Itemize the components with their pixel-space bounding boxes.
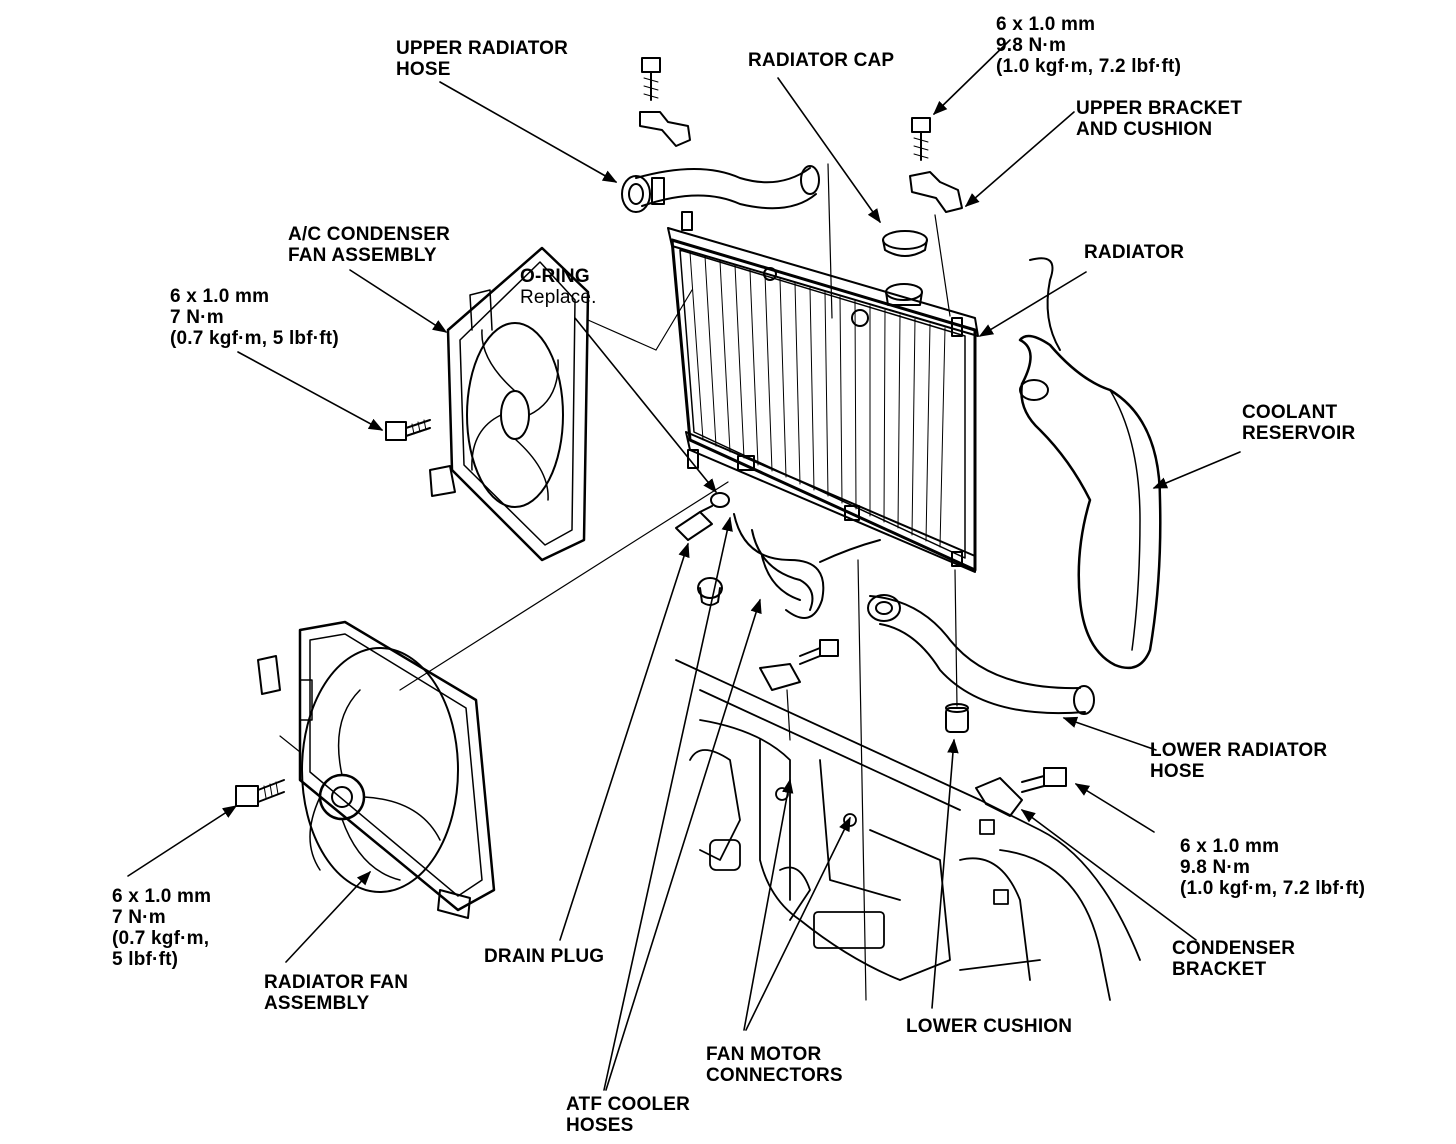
label-lower-cushion: LOWER CUSHION xyxy=(906,1016,1072,1037)
label-line: (0.7 kgf·m, 5 lbf·ft) xyxy=(170,328,339,349)
label-line: COOLANT xyxy=(1242,402,1338,423)
label-line: O-RING xyxy=(520,266,590,287)
label-line: 6 x 1.0 mm xyxy=(996,14,1096,35)
drain-plug xyxy=(675,505,713,541)
label-line: 9.8 N·m xyxy=(1180,857,1251,878)
small-bracket-bolt xyxy=(759,639,839,691)
label-line: FAN MOTOR xyxy=(706,1044,822,1065)
radiator-fan-bolt xyxy=(235,779,285,807)
label-lower-radiator-hose: LOWER RADIATOR HOSE xyxy=(1150,740,1327,782)
label-line: 6 x 1.0 mm xyxy=(170,286,270,307)
condenser-bracket xyxy=(975,767,1067,817)
label-line: (0.7 kgf·m, xyxy=(112,928,210,949)
label-condenser-bracket: CONDENSER BRACKET xyxy=(1172,938,1295,980)
ac-condenser-fan-assembly xyxy=(429,246,590,562)
label-ac-condenser-fan: A/C CONDENSER FAN ASSEMBLY xyxy=(288,224,450,266)
label-line: UPPER BRACKET xyxy=(1076,98,1243,119)
label-line: RADIATOR xyxy=(1084,242,1185,263)
label-line: (1.0 kgf·m, 7.2 lbf·ft) xyxy=(996,56,1182,77)
atf-cooler-hoses xyxy=(697,513,881,619)
label-line: RADIATOR CAP xyxy=(748,50,895,71)
label-line: DRAIN PLUG xyxy=(484,946,605,967)
upper-bracket-right xyxy=(909,117,963,213)
label-drain-plug: DRAIN PLUG xyxy=(484,946,604,967)
label-line: CONNECTORS xyxy=(706,1065,843,1086)
radiator-core xyxy=(667,211,979,573)
label-line: HOSES xyxy=(566,1115,634,1136)
label-line: UPPER RADIATOR xyxy=(396,38,569,59)
label-line: FAN ASSEMBLY xyxy=(288,245,437,266)
label-line: 9.8 N·m xyxy=(996,35,1067,56)
label-bolt-condenser-bracket-spec: 6 x 1.0 mm 9.8 N·m (1.0 kgf·m, 7.2 lbf·f… xyxy=(1180,836,1365,899)
label-line: CONDENSER xyxy=(1172,938,1296,959)
alignment-lines xyxy=(279,163,958,1001)
label-line: 7 N·m xyxy=(170,307,224,328)
label-radiator-fan-assembly: RADIATOR FAN ASSEMBLY xyxy=(264,972,408,1014)
label-atf-cooler-hoses: ATF COOLER HOSES xyxy=(566,1094,690,1136)
ac-fan-bolt xyxy=(385,419,431,441)
upper-bracket-left xyxy=(639,57,691,147)
label-radiator: RADIATOR xyxy=(1084,242,1184,263)
label-line: ASSEMBLY xyxy=(264,993,370,1014)
label-line: 7 N·m xyxy=(112,907,166,928)
label-line: ATF COOLER xyxy=(566,1094,691,1115)
label-line: AND CUSHION xyxy=(1076,119,1213,140)
label-line: BRACKET xyxy=(1172,959,1267,980)
label-o-ring: O-RING Replace. xyxy=(520,266,597,308)
lower-radiator-hose xyxy=(867,594,1095,715)
label-bolt-ac-fan-spec: 6 x 1.0 mm 7 N·m (0.7 kgf·m, 5 lbf·ft) xyxy=(170,286,339,349)
label-fan-motor-connectors: FAN MOTOR CONNECTORS xyxy=(706,1044,843,1086)
vehicle-frame xyxy=(675,659,1141,1001)
label-line: HOSE xyxy=(1150,761,1205,782)
label-line: RESERVOIR xyxy=(1242,423,1356,444)
label-line: 6 x 1.0 mm xyxy=(112,886,212,907)
label-line: Replace. xyxy=(520,287,597,308)
label-bolt-radiator-fan-spec: 6 x 1.0 mm 7 N·m (0.7 kgf·m, 5 lbf·ft) xyxy=(112,886,211,970)
leader-lines xyxy=(127,39,1241,1091)
label-radiator-cap: RADIATOR CAP xyxy=(748,50,894,71)
label-line: 6 x 1.0 mm xyxy=(1180,836,1280,857)
label-line: LOWER CUSHION xyxy=(906,1016,1073,1037)
label-bolt-upper-bracket-spec: 6 x 1.0 mm 9.8 N·m (1.0 kgf·m, 7.2 lbf·f… xyxy=(996,14,1181,77)
radiator-cap xyxy=(882,230,928,306)
label-upper-radiator-hose: UPPER RADIATOR HOSE xyxy=(396,38,568,80)
label-line: A/C CONDENSER xyxy=(288,224,451,245)
coolant-reservoir xyxy=(1018,257,1162,670)
label-coolant-reservoir: COOLANT RESERVOIR xyxy=(1242,402,1355,444)
label-line: RADIATOR FAN xyxy=(264,972,409,993)
radiator-fan-assembly xyxy=(257,620,496,919)
o-ring xyxy=(710,492,730,508)
label-upper-bracket-cushion: UPPER BRACKET AND CUSHION xyxy=(1076,98,1242,140)
label-line: HOSE xyxy=(396,59,451,80)
label-line: (1.0 kgf·m, 7.2 lbf·ft) xyxy=(1180,878,1366,899)
lower-cushion xyxy=(945,703,969,733)
label-line: LOWER RADIATOR xyxy=(1150,740,1328,761)
label-line: 5 lbf·ft) xyxy=(112,949,179,970)
upper-radiator-hose xyxy=(621,165,820,213)
